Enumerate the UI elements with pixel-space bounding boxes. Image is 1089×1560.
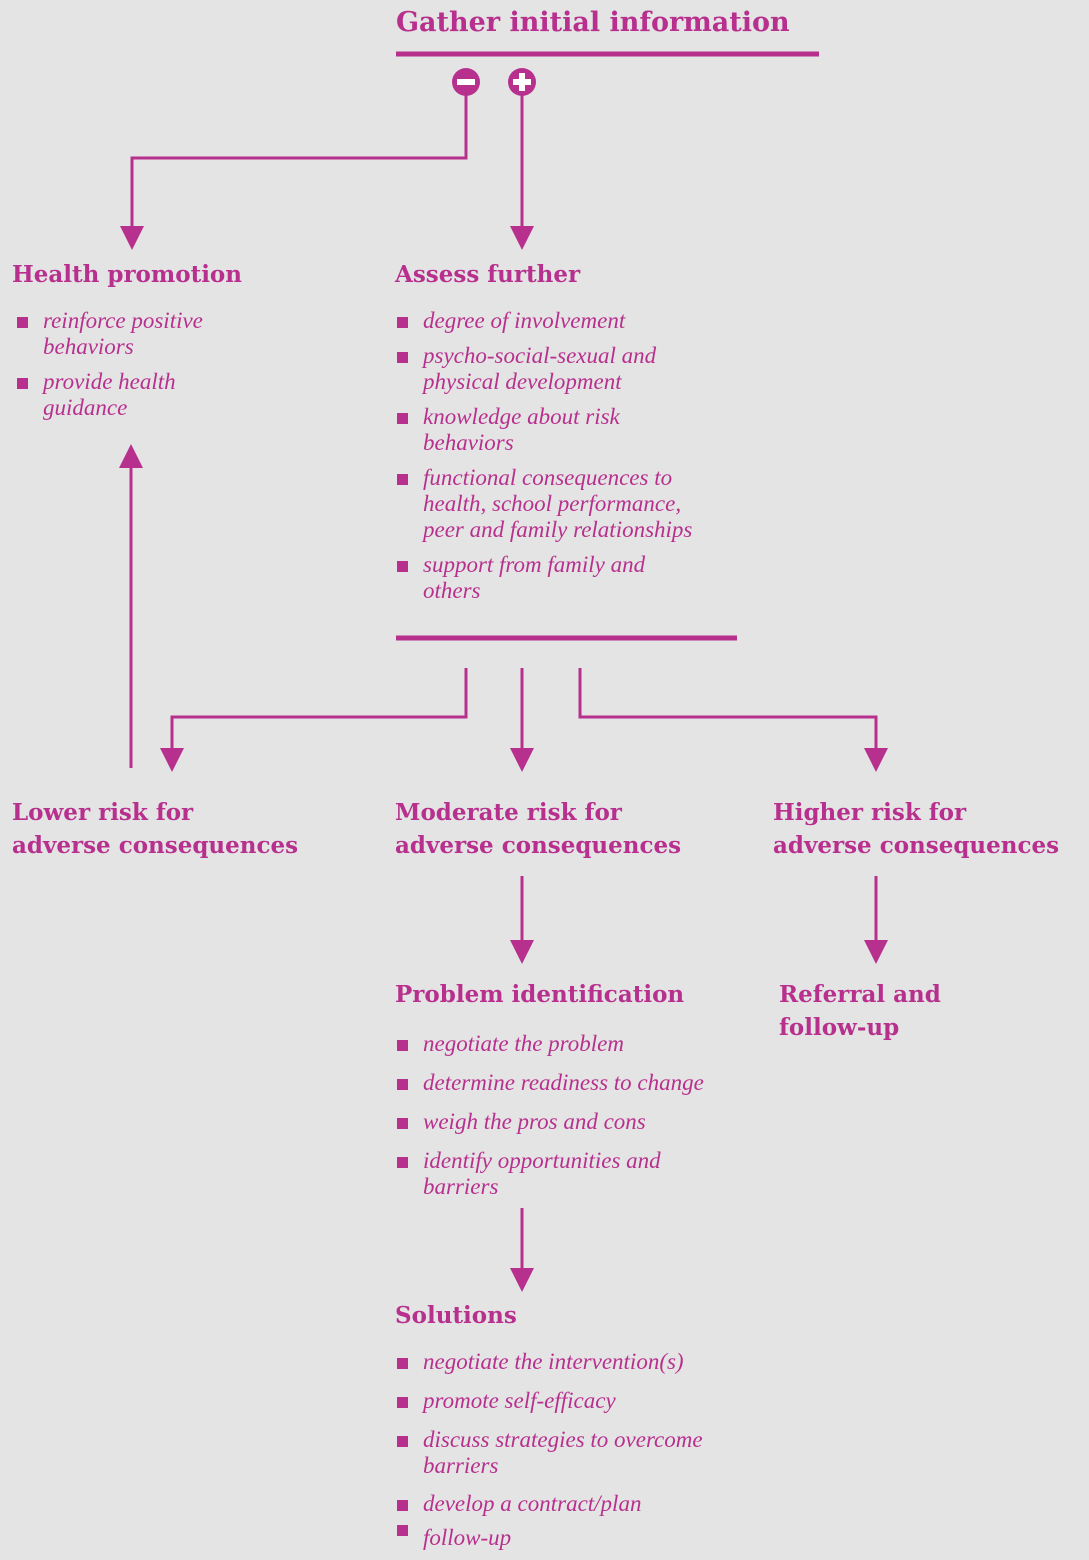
lower-risk-line1: Lower risk for xyxy=(12,799,194,826)
list-item-text: follow-up xyxy=(423,1525,512,1550)
list-item: psycho-social-sexual and physical develo… xyxy=(395,343,755,395)
arrowhead-health-promotion xyxy=(120,226,144,250)
list-item: negotiate the intervention(s) xyxy=(395,1349,765,1375)
list-item: negotiate the problem xyxy=(395,1031,765,1057)
list-item: provide health guidance xyxy=(15,369,315,421)
list-item-text: weigh the pros and cons xyxy=(423,1109,646,1134)
bullet-square-icon xyxy=(397,1040,408,1051)
list-item-text: develop a contract/plan xyxy=(423,1491,642,1516)
health-promotion-title: Health promotion xyxy=(12,261,242,288)
problem-identification-title: Problem identification xyxy=(395,981,685,1008)
list-item: develop a contract/plan xyxy=(395,1491,765,1517)
arrowhead-referral xyxy=(864,940,888,964)
list-item-text: negotiate the problem xyxy=(423,1031,624,1056)
higher-risk-line2: adverse consequences xyxy=(773,832,1060,859)
bullet-square-icon xyxy=(397,1436,408,1447)
connector-higher xyxy=(578,668,878,752)
referral-line2: follow-up xyxy=(779,1014,900,1041)
list-item-text: negotiate the intervention(s) xyxy=(423,1349,684,1374)
bullet-square-icon xyxy=(397,474,408,485)
list-item: discuss strategies to overcome barriers xyxy=(395,1427,765,1479)
solutions-title: Solutions xyxy=(395,1302,517,1329)
bullet-square-icon xyxy=(17,378,28,389)
bullet-square-icon xyxy=(397,1118,408,1129)
list-item-text: support from family and others xyxy=(423,552,646,603)
list-item: promote self-efficacy xyxy=(395,1388,765,1414)
arrowhead-solutions xyxy=(510,1268,534,1292)
bullet-square-icon xyxy=(397,561,408,572)
list-item-text: degree of involvement xyxy=(423,308,626,333)
higher-risk-line1: Higher risk for xyxy=(773,799,967,826)
moderate-risk-title: Moderate risk for adverse consequences xyxy=(395,796,681,862)
arrowhead-problem-identification xyxy=(510,940,534,964)
plus-circle-icon xyxy=(508,68,536,96)
bullet-square-icon xyxy=(397,1397,408,1408)
bullet-square-icon xyxy=(397,1358,408,1369)
list-item-text: provide health guidance xyxy=(43,369,176,420)
bullet-square-icon xyxy=(397,317,408,328)
list-item-text: discuss strategies to overcome barriers xyxy=(423,1427,703,1478)
solutions-list: negotiate the intervention(s) promote se… xyxy=(395,1349,765,1560)
connector-lower xyxy=(170,668,468,752)
arrowhead-higher-risk xyxy=(864,748,888,772)
list-item: functional consequences to health, schoo… xyxy=(395,465,755,543)
assess-further-title: Assess further xyxy=(395,261,581,288)
list-item: reinforce positive behaviors xyxy=(15,308,315,360)
list-item: support from family and others xyxy=(395,552,755,604)
connector-negative xyxy=(130,95,468,230)
bullet-square-icon xyxy=(397,352,408,363)
gather-information-title: Gather initial information xyxy=(396,7,790,38)
list-item-text: knowledge about risk behaviors xyxy=(423,404,620,455)
bullet-square-icon xyxy=(397,1079,408,1090)
moderate-risk-line1: Moderate risk for xyxy=(395,799,622,826)
list-item: determine readiness to change xyxy=(395,1070,765,1096)
list-item-text: promote self-efficacy xyxy=(423,1388,616,1413)
higher-risk-title: Higher risk for adverse consequences xyxy=(773,796,1059,862)
list-item-text: reinforce positive behaviors xyxy=(43,308,203,359)
list-item: identify opportunities and barriers xyxy=(395,1148,765,1200)
arrowhead-lower-risk xyxy=(160,748,184,772)
list-item-text: functional consequences to health, schoo… xyxy=(423,465,693,542)
moderate-risk-line2: adverse consequences xyxy=(395,832,682,859)
bullet-square-icon xyxy=(397,1500,408,1511)
bullet-square-icon xyxy=(17,317,28,328)
list-item: knowledge about risk behaviors xyxy=(395,404,755,456)
arrowhead-moderate-risk xyxy=(510,748,534,772)
list-item-text: identify opportunities and barriers xyxy=(423,1148,661,1199)
bullet-square-icon xyxy=(397,1157,408,1168)
list-item: weigh the pros and cons xyxy=(395,1109,765,1135)
problem-identification-list: negotiate the problem determine readines… xyxy=(395,1031,765,1209)
arrowhead-up-health-promotion xyxy=(119,444,143,468)
minus-circle-icon xyxy=(452,68,480,96)
list-item: degree of involvement xyxy=(395,308,755,334)
referral-line1: Referral and xyxy=(779,981,941,1008)
lower-risk-title: Lower risk for adverse consequences xyxy=(12,796,298,862)
assess-further-list: degree of involvement psycho-social-sexu… xyxy=(395,308,755,613)
bullet-square-icon xyxy=(397,1525,408,1536)
list-item: follow-up xyxy=(395,1525,765,1551)
list-item-text: psycho-social-sexual and physical develo… xyxy=(423,343,657,394)
lower-risk-line2: adverse consequences xyxy=(12,832,299,859)
arrowhead-assess-further xyxy=(510,226,534,250)
list-item-text: determine readiness to change xyxy=(423,1070,704,1095)
health-promotion-list: reinforce positive behaviors provide hea… xyxy=(15,308,315,430)
referral-title: Referral and follow-up xyxy=(779,978,941,1044)
bullet-square-icon xyxy=(397,413,408,424)
